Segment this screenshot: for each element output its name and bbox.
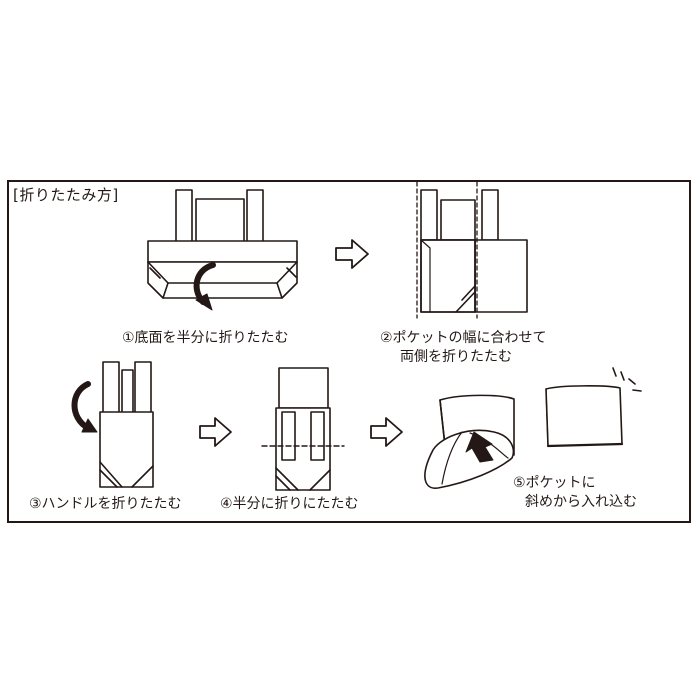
step1-curved-arrow-icon [193,262,216,311]
panel-title: [折りたたみ方] [13,186,119,204]
right-arrow-icon-3 [370,417,403,447]
step5-caption-line2: 斜めから入れ込む [525,494,637,510]
step3-bag-illustration [99,361,154,488]
step2-bag-illustration [416,181,528,319]
push-arrow-icon [465,431,494,463]
sparkle-lines-icon [612,367,642,392]
step4-caption: ④半分に折りにたたむ [220,496,359,512]
step2-caption-line2: 両側を折りたたむ [400,349,512,365]
step3-caption: ③ハンドルを折りたたむ [29,496,182,512]
step1-bag-illustration [147,189,298,299]
right-arrow-icon-2 [199,417,232,447]
step4-bag-illustration [261,367,345,491]
step5-finished-pouch-illustration [545,385,624,448]
step3-curved-arrow-icon [71,381,98,433]
step1-caption: ①底面を半分に折りたたむ [122,330,289,346]
step2-caption-line1: ②ポケットの幅に合わせて [380,330,547,346]
right-arrow-icon-1 [335,239,369,269]
step5-caption-line1: ⑤ポケットに [513,475,596,491]
step5-pocket-illustration [424,394,515,489]
